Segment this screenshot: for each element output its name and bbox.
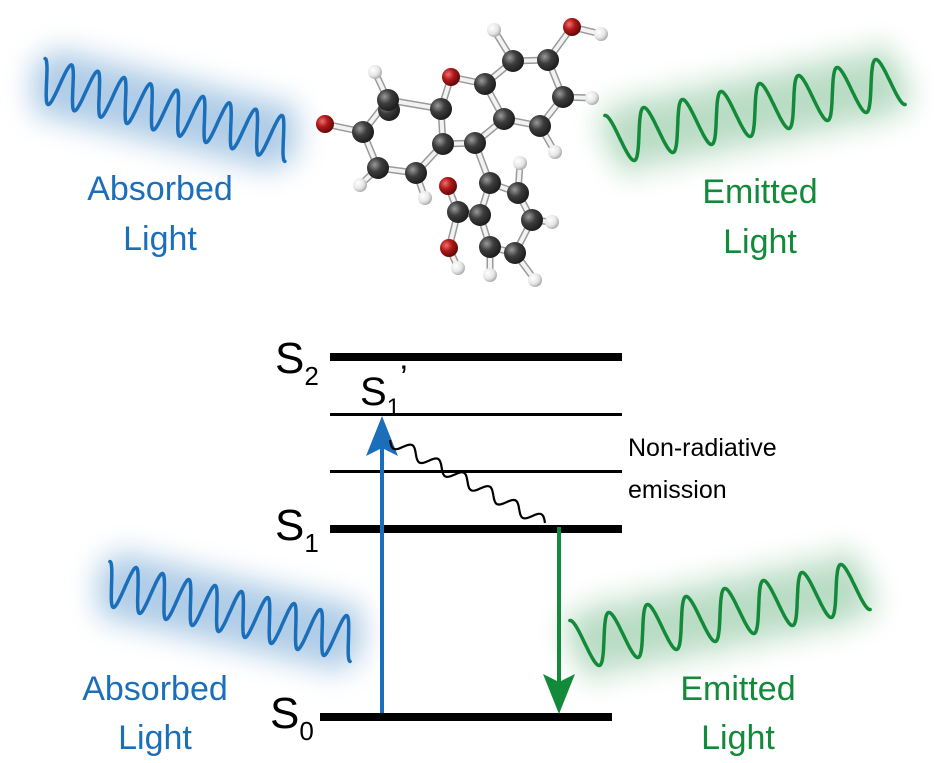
oxygen-atom: [442, 68, 460, 86]
label-s1: S1: [275, 501, 319, 558]
emitted-label-bottom-line1: Emitted: [680, 670, 795, 708]
carbon-atom: [529, 115, 551, 137]
hydrogen-atom: [545, 215, 559, 229]
energy-levels: [320, 353, 622, 721]
carbon-atom: [479, 236, 501, 258]
carbon-atom: [552, 86, 574, 108]
carbon-atom: [367, 157, 389, 179]
level-s1-prime-lower: [330, 470, 622, 473]
carbon-atom: [504, 242, 526, 264]
absorbed-light-wave-top: [32, 46, 298, 174]
absorbed-label-bottom-line1: Absorbed: [82, 670, 228, 708]
oxygen-atom: [439, 177, 457, 195]
oxygen-atom: [316, 115, 334, 133]
carbon-atom: [493, 108, 515, 130]
level-s1: [330, 525, 622, 533]
carbon-atom: [464, 132, 486, 154]
hydrogen-atom: [513, 156, 527, 170]
absorbed-label-top-line1: Absorbed: [87, 170, 233, 208]
emission-arrow: [543, 527, 575, 714]
carbon-atom: [352, 121, 374, 143]
nonradiative-decay-wave: [388, 439, 547, 524]
absorbed-light-wave-bottom: [97, 549, 363, 674]
carbon-atom: [405, 162, 427, 184]
hydrogen-atom: [528, 273, 542, 287]
carbon-atom: [377, 89, 399, 111]
carbon-atom: [430, 98, 452, 120]
level-s1-prime-upper: [330, 413, 622, 416]
oxygen-atom: [563, 18, 581, 36]
carbon-atom: [432, 133, 454, 155]
oxygen-atom: [440, 239, 458, 257]
emitted-light-wave-top: [597, 45, 913, 175]
hydrogen-atom: [483, 268, 497, 282]
hydrogen-atom: [451, 261, 465, 275]
fluorescein-molecule: [316, 18, 608, 287]
carbon-atom: [479, 172, 501, 194]
hydrogen-atom: [487, 23, 501, 37]
carbon-atom: [474, 73, 496, 95]
absorbed-label-bottom-line2: Light: [118, 719, 192, 757]
label-s1-prime: S1’: [360, 359, 408, 421]
level-s0: [320, 713, 612, 721]
hydrogen-atom: [594, 27, 608, 41]
label-s0: S0: [270, 689, 314, 746]
absorption-arrow: [366, 416, 398, 713]
emitted-label-top-line1: Emitted: [702, 173, 817, 211]
hydrogen-atom: [548, 145, 562, 159]
hydrogen-atom: [353, 178, 367, 192]
absorbed-label-top-line2: Light: [123, 220, 197, 258]
carbon-atom: [469, 204, 491, 226]
hydrogen-atom: [368, 65, 382, 79]
carbon-atom: [521, 209, 543, 231]
hydrogen-atom: [585, 91, 599, 105]
emitted-label-top-line2: Light: [723, 223, 797, 261]
label-s2: S2: [275, 334, 319, 391]
level-s2: [330, 353, 622, 361]
carbon-atom: [502, 50, 524, 72]
emitted-light-wave-bottom: [562, 550, 878, 680]
hydrogen-atom: [418, 191, 432, 205]
nonradiative-label-line2: emission: [628, 476, 727, 504]
nonradiative-label-line1: Non-radiative: [628, 434, 777, 462]
carbon-atom: [507, 182, 529, 204]
carbon-atom: [537, 49, 559, 71]
emitted-label-bottom-line2: Light: [701, 719, 775, 757]
carbon-atom: [447, 201, 469, 223]
